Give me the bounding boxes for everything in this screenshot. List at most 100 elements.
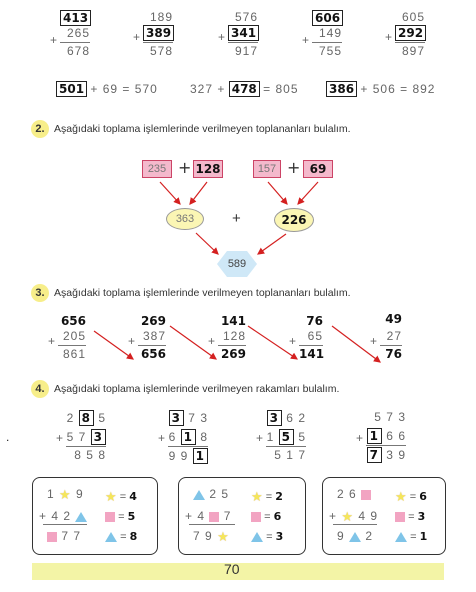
q3-addition-2: 269 387 656 + — [128, 314, 166, 362]
triangle-icon — [75, 511, 88, 522]
legend-triangle: = 3 — [251, 530, 283, 543]
equals-sign: = — [119, 491, 127, 503]
answer-digit: 5 — [278, 429, 294, 445]
addend: 205 — [62, 329, 86, 343]
answer-box: 386 — [326, 81, 358, 97]
sum: 76 — [385, 347, 402, 361]
legend-square: = 5 — [105, 510, 135, 523]
addend: 605 — [401, 10, 425, 24]
digit: 9 — [398, 448, 406, 462]
sum: 678 — [66, 44, 90, 58]
digit: 7 — [73, 529, 82, 543]
sum: 578 — [149, 44, 173, 58]
addition-1: 413 265 678 + — [50, 10, 92, 59]
sum: 917 — [234, 44, 258, 58]
shape-puzzle-1: 1 ★ 9 + 4 2 7 7 ★ = 4 = 5 = 8 — [32, 477, 158, 555]
equals-sign: = — [265, 491, 273, 503]
digit: 2 — [63, 509, 72, 523]
plus-sign: + — [39, 509, 48, 523]
triangle-icon — [395, 532, 407, 543]
puzzle-row-2: + 4 7 — [185, 509, 231, 523]
star-icon: ★ — [105, 489, 117, 505]
plus-sign: + — [232, 210, 241, 227]
plus-sign: + — [48, 334, 56, 348]
answer-box: 413 — [60, 10, 92, 26]
plus-sign: + — [385, 30, 393, 44]
triangle-value: 3 — [275, 530, 284, 543]
digit: 2 — [66, 411, 75, 425]
divider — [333, 524, 377, 525]
digit: 5 — [66, 430, 75, 444]
given-addend-left: 235 — [142, 160, 172, 178]
answer-digit: 3 — [90, 429, 106, 445]
digit: 7 — [193, 529, 201, 543]
shape-puzzle-3: 2 6 + ★ 4 9 9 2 ★ = 6 = 3 = 1 — [322, 477, 446, 555]
triangle-icon — [193, 489, 205, 500]
addend: 265 — [66, 26, 90, 40]
equation-pre: 327 + — [190, 82, 226, 96]
answer-box: 389 — [143, 25, 175, 41]
given-addend-right: 157 — [253, 160, 281, 178]
answer-digit: 3 — [168, 410, 184, 426]
addition-4: 606 149 755 + — [302, 10, 344, 59]
answer-digit: 1 — [366, 428, 382, 444]
plus-sign: + — [256, 431, 265, 445]
footer-band — [32, 563, 444, 580]
addend: 189 — [149, 10, 173, 24]
digit: 4 — [51, 509, 60, 523]
plus-sign: + — [128, 334, 136, 348]
plus-sign: + — [302, 33, 310, 47]
addend: 149 — [318, 26, 342, 40]
star-icon: ★ — [217, 528, 230, 544]
digit: 6 — [349, 487, 357, 501]
puzzle-row-3: 7 7 — [47, 529, 81, 543]
puzzle-row-1: 2 5 — [193, 487, 229, 501]
digit-addition-1: 2 8 5 5 7 3 8 5 8 + — [56, 410, 106, 463]
digit: 1 — [47, 487, 55, 501]
square-icon — [105, 512, 115, 523]
digit: 9 — [370, 509, 379, 523]
addend: 27 — [386, 329, 402, 343]
arrow-group — [93, 181, 381, 363]
digit-addition-4: 5 7 3 1 6 6 7 3 9 + — [356, 410, 406, 463]
digit: 8 — [98, 448, 106, 462]
digit: 5 — [374, 410, 382, 424]
answer-digit: 8 — [78, 410, 94, 426]
digit: 7 — [386, 410, 394, 424]
triangle-value: 1 — [419, 530, 428, 543]
answer-box: 501 — [56, 81, 88, 97]
question-number: 4. — [31, 380, 49, 398]
legend-triangle: = 1 — [395, 530, 427, 543]
digit: 8 — [74, 448, 82, 462]
page-number: 70 — [224, 561, 240, 577]
addition-3: 576 341 917 + — [218, 10, 260, 59]
equation-rest: + 69 = 570 — [90, 82, 158, 96]
question-text: Aşağıdaki toplama işlemlerinde verilmeye… — [54, 383, 340, 395]
legend-star: ★ = 4 — [105, 490, 137, 503]
plus-sign: + — [56, 431, 65, 445]
legend-square: = 6 — [251, 510, 281, 523]
digit: 7 — [188, 411, 196, 425]
digit: 9 — [180, 449, 189, 463]
digit: 5 — [274, 448, 282, 462]
sum: 269 — [220, 347, 246, 361]
missing-addend: 269 — [140, 314, 166, 328]
answer-digit: 1 — [192, 448, 208, 464]
digit: 9 — [76, 487, 84, 501]
digit: 9 — [337, 529, 345, 543]
legend-star: ★ = 2 — [251, 490, 283, 503]
addend: 65 — [307, 329, 323, 343]
plus-sign: + — [178, 158, 192, 177]
star-icon: ★ — [395, 489, 407, 505]
square-icon — [47, 531, 57, 542]
plus-sign: + — [356, 431, 365, 445]
digit: 3 — [386, 448, 394, 462]
digit: 7 — [61, 529, 70, 543]
square-icon — [395, 512, 405, 523]
plus-sign: + — [287, 158, 301, 177]
digit: 4 — [197, 509, 206, 523]
star-icon: ★ — [341, 508, 355, 524]
equation-3: 386 + 506 = 892 — [326, 81, 435, 97]
missing-addend: 49 — [385, 312, 402, 326]
